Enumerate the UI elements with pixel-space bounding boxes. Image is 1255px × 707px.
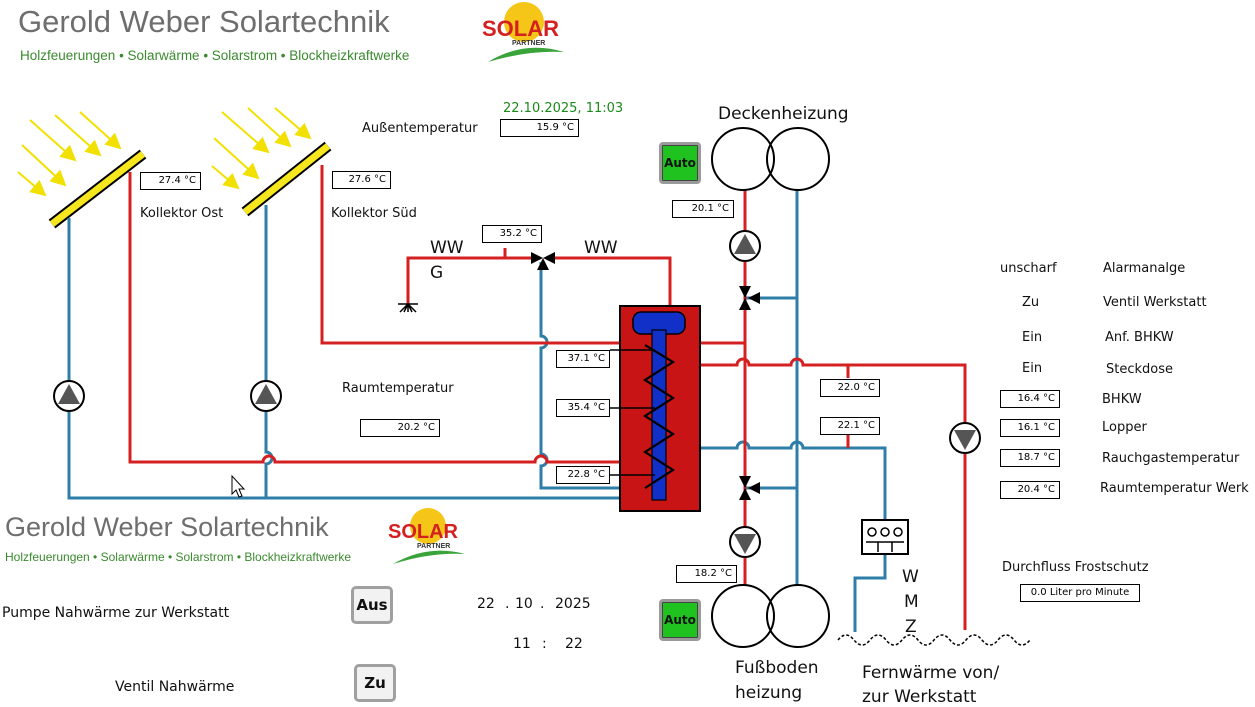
status-socket-label: Steckdose xyxy=(1106,362,1173,377)
status-alarm-label: Alarmanalge xyxy=(1103,261,1186,276)
floor-auto-button[interactable]: Auto xyxy=(659,599,701,641)
district-label-1: Fernwärme von/ xyxy=(862,663,1000,683)
collector-east-label: Kollektor Ost xyxy=(140,206,224,221)
tank-temp-bottom: 22.8 °C xyxy=(556,466,610,484)
logo-solar-text: SOLAR xyxy=(482,16,559,41)
company-name-bottom: Gerold Weber Solartechnik xyxy=(5,512,329,542)
status-bhkw-state: Ein xyxy=(1022,330,1043,345)
date-year: 2025 xyxy=(555,596,591,612)
tank-temp-middle: 35.4 °C xyxy=(556,399,610,417)
mouse-cursor xyxy=(231,474,246,498)
reading-bhkw-value: 16.4 °C xyxy=(1000,390,1060,408)
collector-panel-east xyxy=(48,149,147,229)
time-minute: 22 xyxy=(565,636,583,652)
status-socket-state: Ein xyxy=(1022,361,1043,376)
cold-pipes xyxy=(67,190,887,632)
sun-rays-east xyxy=(17,111,122,197)
reading-flue-label: Rauchgastemperatur xyxy=(1102,451,1240,466)
collector-south-temp: 27.6 °C xyxy=(332,171,391,189)
tank-sensor-lines xyxy=(610,349,655,476)
heat-meter-icon xyxy=(861,519,909,555)
ww-valve-temp: 35.2 °C xyxy=(482,225,542,243)
status-valve-state: Zu xyxy=(1022,295,1040,310)
date-dot-2: . xyxy=(540,596,545,612)
district-temp-bottom: 22.1 °C xyxy=(820,417,880,435)
pump-icon-ceiling xyxy=(729,230,761,262)
sun-logo-icon xyxy=(488,2,564,62)
company-name-top: Gerold Weber Solartechnik xyxy=(18,4,390,39)
pump-nahwaerme-label: Pumpe Nahwärme zur Werkstatt xyxy=(2,605,230,621)
status-bhkw-label: Anf. BHKW xyxy=(1105,330,1174,345)
ceiling-temp: 20.1 °C xyxy=(672,200,734,218)
reading-room-werk-label: Raumtemperatur Werk xyxy=(1100,481,1249,496)
valve-nahwaerme-button[interactable]: Zu xyxy=(354,664,396,702)
solar-partner-logo-top: SOLAR PARTNER xyxy=(478,0,570,70)
ww-label-g: G xyxy=(430,263,444,283)
pump-icon-district xyxy=(949,422,981,454)
tank-temp-top: 37.1 °C xyxy=(556,350,610,368)
collector-panel-south xyxy=(241,141,332,217)
floor-heating-title-2: heizung xyxy=(735,683,803,703)
pump-icon-south xyxy=(250,380,282,412)
floor-heating-title-1: Fußboden xyxy=(735,658,819,678)
wmz-letter-w: W xyxy=(902,567,919,587)
pump-icon-east xyxy=(53,380,85,412)
flow-label: Durchfluss Frostschutz xyxy=(1002,560,1149,575)
room-temp-label: Raumtemperatur xyxy=(342,381,454,396)
reading-bhkw-label: BHKW xyxy=(1102,392,1142,407)
status-valve-label: Ventil Werkstatt xyxy=(1103,295,1207,310)
date-month: 10 xyxy=(515,596,533,612)
time-hour: 11 xyxy=(513,636,531,652)
logo-partner-text: PARTNER xyxy=(417,543,451,550)
three-way-valve-ceiling xyxy=(739,286,760,310)
logo-partner-text: PARTNER xyxy=(512,40,546,47)
wmz-letter-z: Z xyxy=(905,617,917,637)
outside-temp-value: 15.9 °C xyxy=(500,119,579,137)
logo-solar-text: SOLAR xyxy=(388,521,458,543)
company-tagline-bottom: Holzfeuerungen • Solarwärme • Solarstrom… xyxy=(5,550,352,564)
collector-south-label: Kollektor Süd xyxy=(331,206,417,221)
company-tagline-top: Holzfeuerungen • Solarwärme • Solarstrom… xyxy=(20,48,410,63)
pump-icon-floor xyxy=(729,526,761,558)
floor-heat-exchanger xyxy=(711,584,830,648)
date-day: 22 xyxy=(477,596,495,612)
wmz-letter-m: M xyxy=(904,592,919,612)
status-alarm-state: unscharf xyxy=(1000,261,1057,276)
reading-flue-value: 18.7 °C xyxy=(1000,449,1060,467)
shower-head xyxy=(398,303,418,313)
outside-temp-label: Außentemperatur xyxy=(362,121,478,136)
ground-wave xyxy=(837,634,1031,646)
ww-label-right: WW xyxy=(584,238,618,258)
flow-value: 0.0 Liter pro Minute xyxy=(1020,584,1140,602)
sun-rays-south xyxy=(211,107,312,190)
ceiling-heating-title: Deckenheizung xyxy=(718,104,849,124)
ww-label-left: WW xyxy=(430,238,464,258)
sun-logo-icon xyxy=(393,508,465,564)
room-temp-value: 20.2 °C xyxy=(360,419,440,437)
collector-east-temp: 27.4 °C xyxy=(140,172,201,190)
ceiling-heat-exchanger xyxy=(711,127,830,191)
date-dot-1: . xyxy=(505,596,510,612)
pump-nahwaerme-button[interactable]: Aus xyxy=(351,586,393,624)
district-temp-top: 22.0 °C xyxy=(820,379,880,397)
time-colon: : xyxy=(542,636,547,652)
district-label-2: zur Werkstatt xyxy=(862,687,977,707)
floor-temp: 18.2 °C xyxy=(676,565,737,583)
reading-room-werk-value: 20.4 °C xyxy=(1000,481,1060,499)
valve-nahwaerme-label: Ventil Nahwärme xyxy=(115,679,235,695)
reading-lopper-value: 16.1 °C xyxy=(1000,419,1060,437)
solar-partner-logo-bottom: SOLAR PARTNER xyxy=(385,506,471,570)
ceiling-auto-button[interactable]: Auto xyxy=(659,142,701,184)
three-way-valve-floor xyxy=(739,476,760,500)
three-way-valve-ww xyxy=(531,252,555,270)
timestamp: 22.10.2025, 11:03 xyxy=(503,101,624,116)
reading-lopper-label: Lopper xyxy=(1102,420,1147,435)
